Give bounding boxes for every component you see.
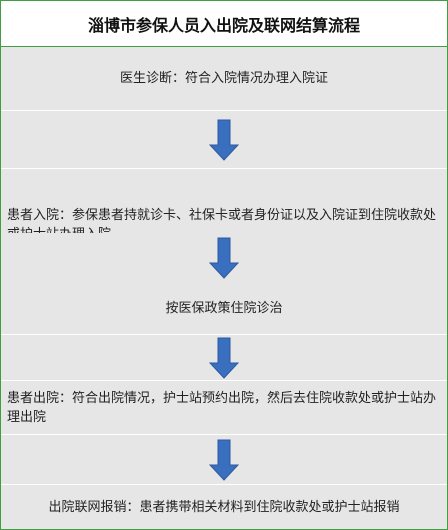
down-arrow-icon (209, 337, 239, 379)
step-diagnosis: 医生诊断：符合入院情况办理入院证 (1, 47, 447, 111)
step-text: 医生诊断：符合入院情况办理入院证 (119, 71, 328, 86)
page-title: 淄博市参保人员入出院及联网结算流程 (1, 1, 447, 47)
step-settlement: 出院联网报销：患者携带相关材料到住院收款处或护士站报销 (1, 485, 447, 529)
down-arrow-icon (209, 119, 239, 161)
step-treatment: 按医保政策住院诊治 (1, 283, 447, 335)
flow-arrow-row (1, 111, 447, 169)
flow-arrow-row (1, 233, 447, 283)
flow-arrow-row (1, 435, 447, 485)
flow-arrow-row (1, 335, 447, 381)
step-discharge: 患者出院：符合出院情况，护士站预约出院，然后去住院收款处或护士站办理出院 (1, 381, 447, 435)
down-arrow-icon (209, 237, 239, 279)
step-text: 患者出院：符合出院情况，护士站预约出院，然后去住院收款处或护士站办理出院 (7, 390, 437, 425)
step-text: 按医保政策住院诊治 (165, 301, 283, 316)
down-arrow-icon (209, 439, 239, 481)
step-text: 出院联网报销：患者携带相关材料到住院收款处或护士站报销 (48, 499, 400, 515)
